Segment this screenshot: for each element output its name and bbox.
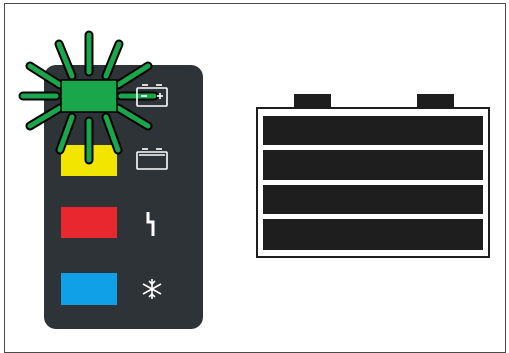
battery-terminal-right bbox=[417, 94, 454, 109]
battery-bar-1 bbox=[263, 116, 483, 145]
battery-bar-4 bbox=[263, 219, 483, 250]
battery-bar-3 bbox=[263, 185, 483, 214]
battery-terminal-left bbox=[294, 94, 331, 109]
charger-diagram bbox=[0, 0, 509, 345]
blue-indicator bbox=[61, 273, 117, 305]
red-indicator bbox=[61, 207, 117, 238]
battery-bar-2 bbox=[263, 150, 483, 180]
green-charging-indicator bbox=[61, 80, 117, 112]
